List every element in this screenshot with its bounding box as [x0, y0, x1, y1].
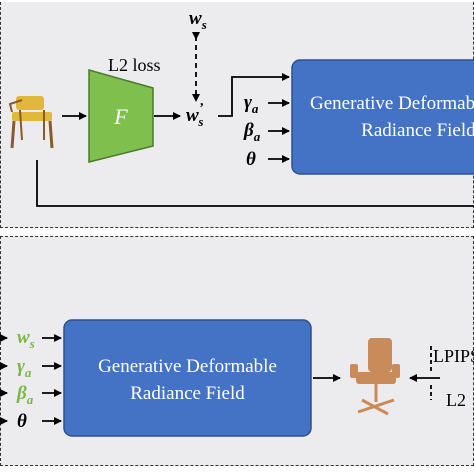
top-generator-text-clip: Generative Deformable Radiance Field [292, 90, 474, 150]
office-chair-arm-left [350, 364, 358, 378]
encoder-label: F [113, 104, 128, 129]
chair-leg-front-left [10, 120, 16, 149]
top-input-gamma: γa [244, 92, 259, 116]
office-chair-base-2 [361, 398, 389, 416]
office-chair-arm-right [392, 364, 400, 378]
l2-label: L2 [446, 390, 466, 410]
target-code: ws [189, 8, 207, 32]
bottom-input-gamma: γa [17, 356, 32, 380]
bottom-inputs: ws γa βa θ [0, 327, 62, 432]
top-generator-box [291, 59, 474, 175]
bottom-input-w: ws [17, 327, 35, 351]
l2-loss-label: L2 loss [108, 55, 161, 75]
bottom-generator-line1: Generative Deformable [98, 356, 277, 377]
lpips-label: LPIPS [433, 346, 474, 366]
chair-seat [12, 112, 52, 121]
rendered-office-chair-icon [350, 338, 400, 416]
chair-back [16, 96, 44, 110]
predicted-code: w’s [186, 101, 204, 129]
office-chair-seat [356, 372, 396, 384]
chair-leg-front-right [48, 120, 54, 149]
encoder-block [88, 69, 154, 163]
chair-leg-back-left [19, 109, 23, 141]
office-chair-back [368, 338, 392, 372]
top-input-theta: θ [246, 149, 256, 170]
bottom-generator-label: Generative Deformable Radiance Field [64, 353, 311, 407]
bottom-generator-line2: Radiance Field [130, 383, 245, 404]
top-inputs: γa βa θ [243, 92, 290, 170]
feedback-line [36, 160, 474, 207]
top-input-beta: βa [243, 120, 261, 144]
top-generator-label: Generative Deformable Radiance Field [310, 90, 474, 144]
top-generator-line2: Radiance Field [361, 120, 474, 141]
top-generator-line1: Generative Deformable [310, 93, 474, 114]
input-chair-icon [8, 96, 54, 149]
chair-arm [8, 99, 23, 113]
bottom-input-beta: βa [16, 383, 34, 407]
arrow-code-to-generator [218, 73, 290, 117]
bottom-generator-box [63, 319, 312, 437]
bottom-input-theta: θ [17, 411, 27, 432]
